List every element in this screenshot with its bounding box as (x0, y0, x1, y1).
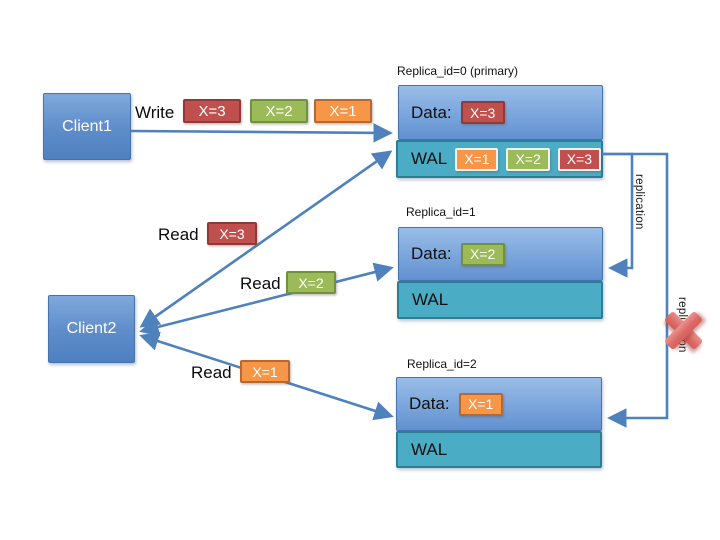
write-label: Write (135, 103, 175, 122)
replica1-data-label: Data: (411, 244, 452, 263)
replica1-data-box: Data: X=2 (398, 227, 603, 281)
replica2-data-value-badge: X=1 (458, 392, 503, 416)
replica2-wal-box: WAL (396, 431, 602, 468)
replica0-data-label: Data: (411, 102, 452, 122)
replica0-data-value-badge: X=3 (460, 101, 505, 124)
replica0-wal-entry-1: X=1 (455, 147, 499, 171)
write-badge-x2: X=2 (250, 99, 308, 123)
client2-label: Client2 (66, 320, 117, 337)
replication-arrow-replica2 (602, 152, 669, 428)
replica0-wal-box: WAL X=1 X=2 X=3 (396, 140, 603, 178)
replica1-title: Replica_id=1 (406, 205, 476, 219)
client1-box: Client1 (43, 93, 131, 160)
replica2-data-label: Data: (409, 394, 450, 413)
replica0-wal-label: WAL (411, 149, 448, 168)
replica1-wal-box: WAL (397, 281, 603, 319)
replica0-wal-entry-3: X=3 (557, 147, 602, 171)
client1-label: Client1 (62, 117, 112, 135)
replica2-title: Replica_id=2 (407, 357, 477, 371)
replication-label-1: replication (633, 174, 645, 230)
replica0-data-box: Data: X=3 (398, 85, 603, 140)
replica0-wal-entry-2: X=2 (506, 147, 550, 171)
write-arrow (130, 123, 393, 143)
replica2-wal-label: WAL (411, 439, 448, 459)
replica2-data-box: Data: X=1 (396, 377, 602, 431)
write-badge-x3: X=3 (183, 99, 241, 123)
read-arrow-x2 (139, 262, 394, 337)
replica1-data-value-badge: X=2 (460, 242, 505, 266)
replica0-title: Replica_id=0 (primary) (397, 64, 519, 78)
write-badge-x1: X=1 (314, 99, 372, 123)
replica1-wal-label: WAL (412, 290, 449, 309)
client2-box: Client2 (48, 295, 135, 363)
